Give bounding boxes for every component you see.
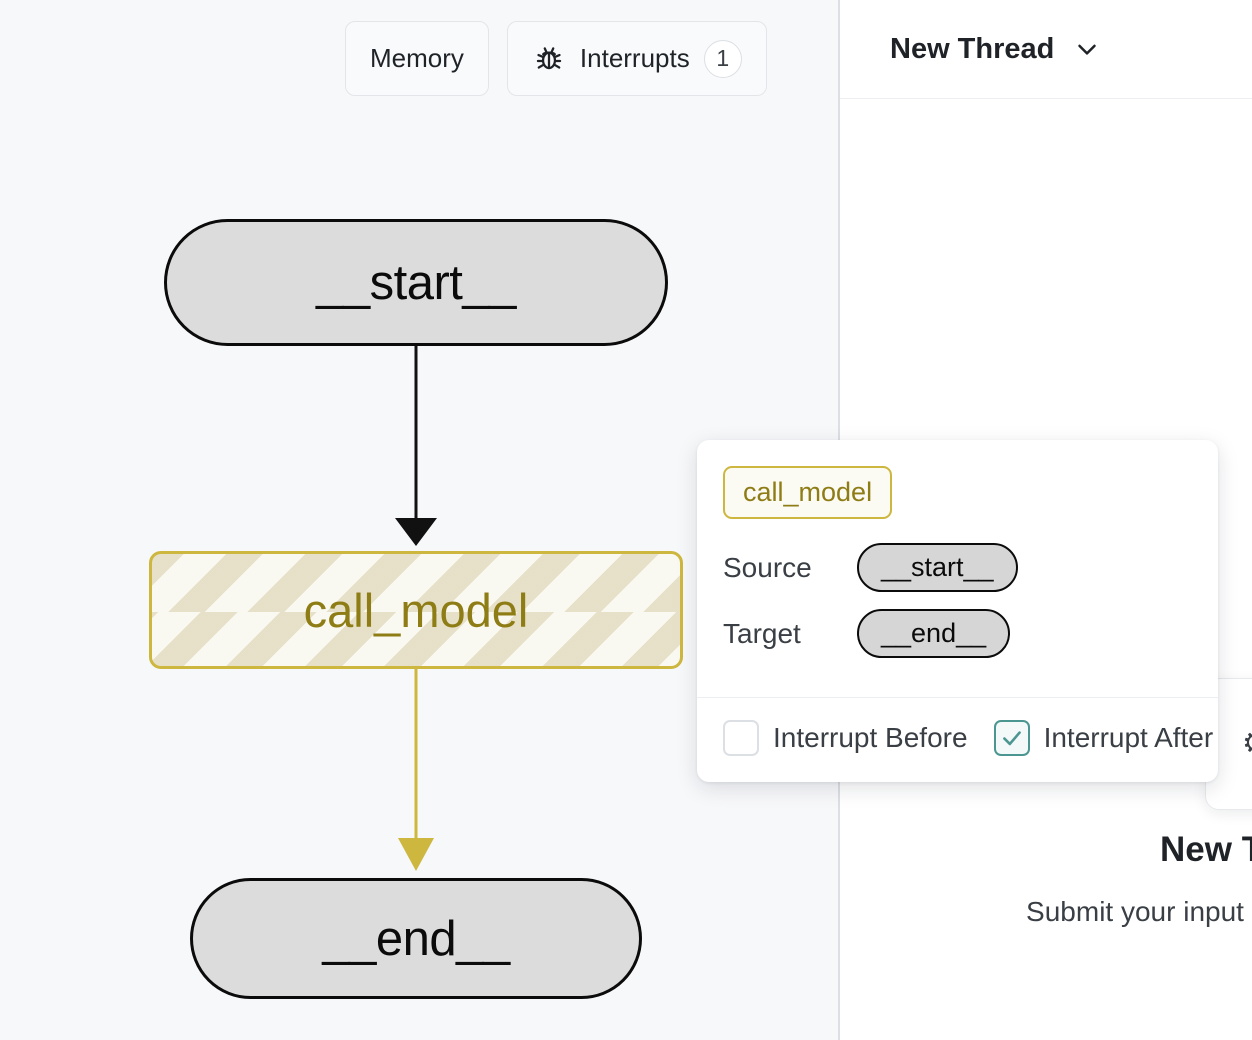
popover-source-row: Source __start__ [723,543,1192,592]
interrupt-after-checkbox-item[interactable]: Interrupt After [993,720,1214,756]
bug-icon [532,42,566,76]
interrupts-button[interactable]: Interrupts 1 [506,21,767,96]
popover-source-chip[interactable]: __start__ [857,543,1018,592]
popover-target-row: Target __end__ [723,609,1192,658]
popover-node-chip[interactable]: call_model [723,466,893,519]
thread-empty-subtitle: Submit your input [1026,896,1244,927]
popover-target-label: Target [723,617,801,649]
thread-header: New Thread [840,0,1252,99]
card-glyph-icon: ⚙ [1242,729,1252,759]
graph-node-end-label: __end__ [322,911,510,966]
interrupt-before-checkbox-item[interactable]: Interrupt Before [723,720,968,756]
thread-title: New Thread [890,32,1055,65]
graph-node-call-model[interactable]: call_model [149,551,683,669]
interrupt-before-checkbox[interactable] [723,720,759,756]
interrupt-before-label: Interrupt Before [773,722,968,753]
graph-toolbar: Memory [345,21,767,96]
interrupts-badge: 1 [703,39,742,78]
popover-body: call_model Source __start__ Target __end… [697,440,1218,697]
popover-target-chip[interactable]: __end__ [857,609,1011,658]
graph-node-end[interactable]: __end__ [190,878,642,999]
interrupt-after-checkbox[interactable] [993,720,1030,756]
edge-details-popover: call_model Source __start__ Target __end… [697,440,1218,782]
popover-footer: Interrupt Before Interrupt After [697,697,1218,782]
graph-node-call-model-label: call_model [303,583,529,637]
chevron-down-icon[interactable] [1072,34,1102,64]
interrupts-button-label: Interrupts [579,43,690,73]
memory-button-label: Memory [370,43,464,73]
graph-node-start-label: __start__ [316,255,516,310]
thread-empty-state: New T Submit your input [840,830,1252,928]
graph-node-start[interactable]: __start__ [164,219,668,346]
popover-source-label: Source [723,551,812,583]
memory-button[interactable]: Memory [345,21,489,96]
thread-empty-title: New T [1160,830,1252,869]
interrupt-after-label: Interrupt After [1043,722,1214,753]
